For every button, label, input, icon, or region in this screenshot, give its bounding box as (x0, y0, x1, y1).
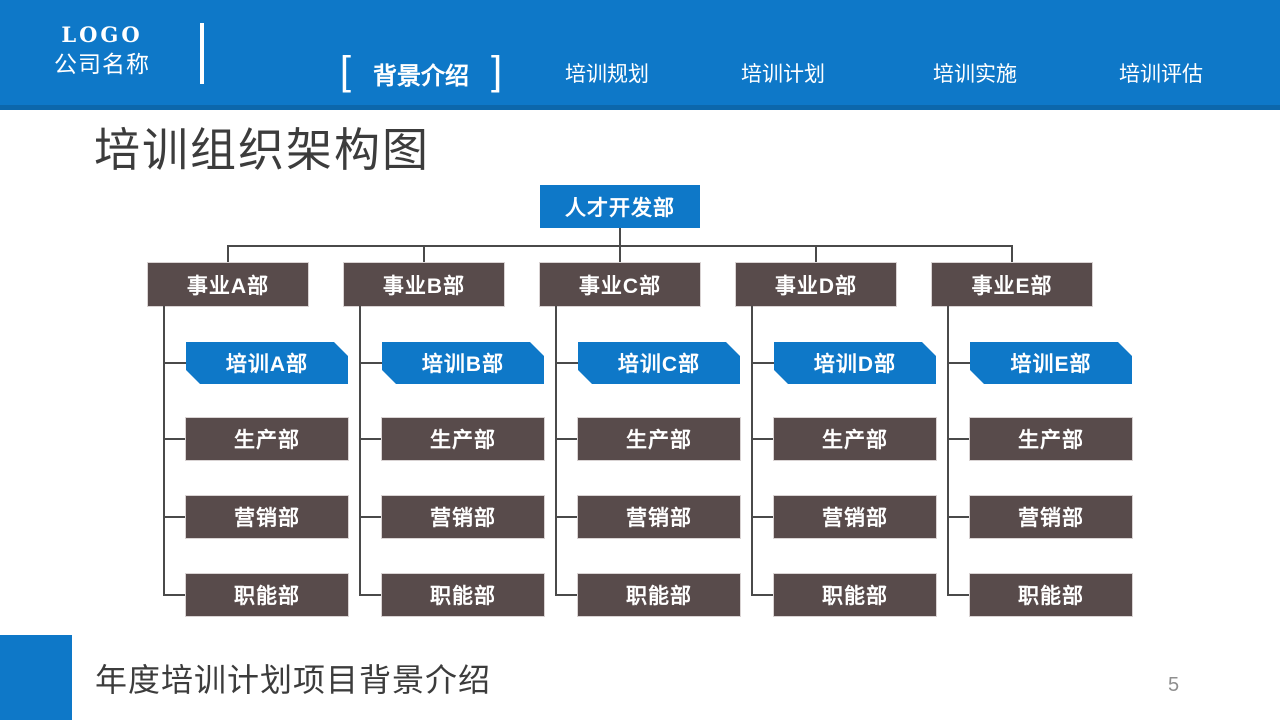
org-sub-box: 生产部 (186, 418, 348, 460)
logo-block: LOGO 公司名称 (46, 24, 158, 77)
connector-line (359, 362, 383, 364)
nav-label: 培训评估 (1119, 63, 1203, 86)
org-dept-head: 事业E部 (932, 263, 1092, 306)
connector-line (359, 516, 383, 518)
org-column-b: 事业B部 培训B部 生产部 营销部 职能部 (344, 263, 544, 623)
connector-line (555, 306, 557, 596)
nav-label: 培训实施 (933, 63, 1017, 86)
nav-item-training-evaluation[interactable]: 培训评估 (1111, 53, 1211, 93)
connector-line (227, 247, 229, 263)
nav-label: 培训计划 (741, 63, 825, 86)
org-column-a: 事业A部 培训A部 生产部 营销部 职能部 (148, 263, 348, 623)
org-sub-box: 生产部 (578, 418, 740, 460)
connector-line (227, 245, 1013, 247)
org-dept-head: 事业D部 (736, 263, 896, 306)
header-bar: LOGO 公司名称 [ 背景介绍 ] 培训规划 培训计划 培训实施 培训评估 (0, 0, 1280, 110)
org-training-box: 培训A部 (186, 342, 348, 384)
org-column-c: 事业C部 培训C部 生产部 营销部 职能部 (540, 263, 740, 623)
org-sub-box: 职能部 (970, 574, 1132, 616)
connector-line (359, 594, 383, 596)
connector-line (619, 247, 621, 263)
org-column-e: 事业E部 培训E部 生产部 营销部 职能部 (932, 263, 1132, 623)
connector-line (555, 516, 579, 518)
connector-line (751, 594, 775, 596)
nav-item-training-plan[interactable]: 培训计划 (733, 53, 833, 93)
connector-line (423, 247, 425, 263)
connector-line (947, 438, 971, 440)
footer-caption: 年度培训计划项目背景介绍 (95, 662, 492, 698)
connector-line (947, 516, 971, 518)
header-bottom-shade (0, 105, 1280, 110)
nav-item-training-planning[interactable]: 培训规划 (557, 53, 657, 93)
connector-line (163, 306, 165, 596)
org-dept-head: 事业A部 (148, 263, 308, 306)
nav-label: 培训规划 (565, 63, 649, 86)
connector-line (555, 362, 579, 364)
org-sub-box: 营销部 (578, 496, 740, 538)
org-column-d: 事业D部 培训D部 生产部 营销部 职能部 (736, 263, 936, 623)
org-sub-box: 职能部 (382, 574, 544, 616)
org-dept-head: 事业C部 (540, 263, 700, 306)
org-sub-box: 职能部 (186, 574, 348, 616)
connector-line (751, 516, 775, 518)
page-title: 培训组织架构图 (94, 124, 430, 176)
org-sub-box: 营销部 (186, 496, 348, 538)
org-training-box: 培训B部 (382, 342, 544, 384)
org-sub-box: 生产部 (774, 418, 936, 460)
org-training-box: 培训E部 (970, 342, 1132, 384)
connector-line (359, 306, 361, 596)
connector-line (947, 362, 971, 364)
connector-line (751, 362, 775, 364)
nav-label: 背景介绍 (373, 62, 469, 90)
company-name: 公司名称 (54, 51, 150, 77)
org-sub-box: 营销部 (382, 496, 544, 538)
connector-line (555, 438, 579, 440)
org-training-box: 培训D部 (774, 342, 936, 384)
org-sub-box: 生产部 (382, 418, 544, 460)
org-sub-box: 职能部 (578, 574, 740, 616)
connector-line (163, 516, 187, 518)
connector-line (751, 438, 775, 440)
connector-line (359, 438, 383, 440)
connector-line (1011, 247, 1013, 263)
org-sub-box: 职能部 (774, 574, 936, 616)
connector-line (947, 306, 949, 596)
connector-line (947, 594, 971, 596)
header-divider (200, 23, 204, 84)
org-sub-box: 营销部 (970, 496, 1132, 538)
org-training-box: 培训C部 (578, 342, 740, 384)
org-root-box: 人才开发部 (540, 185, 700, 228)
bracket-right-icon: ] (491, 48, 503, 93)
bracket-left-icon: [ (339, 48, 351, 93)
connector-line (163, 438, 187, 440)
footer-accent-square (0, 635, 72, 720)
connector-line (163, 362, 187, 364)
connector-line (815, 247, 817, 263)
connector-line (163, 594, 187, 596)
connector-line (751, 306, 753, 596)
org-dept-head: 事业B部 (344, 263, 504, 306)
nav-item-training-implementation[interactable]: 培训实施 (925, 53, 1025, 93)
org-sub-box: 生产部 (970, 418, 1132, 460)
connector-line (555, 594, 579, 596)
connector-line (619, 228, 621, 245)
org-sub-box: 营销部 (774, 496, 936, 538)
nav-item-background-intro[interactable]: [ 背景介绍 ] (326, 48, 516, 93)
page-number: 5 (1168, 674, 1180, 696)
logo-text: LOGO (61, 22, 143, 47)
